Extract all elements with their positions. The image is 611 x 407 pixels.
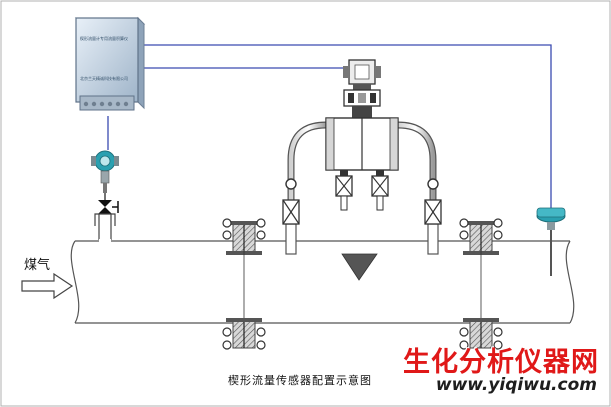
flange-icon xyxy=(459,218,503,350)
pressure-transmitter-icon xyxy=(91,150,119,193)
temperature-sensor-icon xyxy=(536,207,566,276)
flow-arrow-icon xyxy=(21,272,74,300)
valve-icon xyxy=(282,199,442,225)
cabinet-title: 楔形流量计专用流量积算仪 xyxy=(80,36,128,41)
watermark-brand: 生化分析仪器网 xyxy=(403,347,599,378)
differential-pressure-transmitter-icon xyxy=(343,59,381,118)
three-valve-manifold-icon xyxy=(325,117,399,211)
impulse-tubes xyxy=(285,121,439,255)
tube-fitting-icon xyxy=(285,178,439,190)
signal-lines xyxy=(107,44,552,215)
wedge-element-icon xyxy=(341,253,378,281)
cabinet-company: 北京兰天精诚科技有限公司 xyxy=(80,76,128,81)
pressure-tap-riser xyxy=(94,213,116,240)
figure-caption: 楔形流量传感器配置示意图 xyxy=(228,374,372,387)
inlet-label: 煤气 xyxy=(24,258,51,273)
valve-icon xyxy=(98,193,119,214)
flange-icon xyxy=(222,218,266,350)
watermark-url: www.yiqiwu.com xyxy=(435,375,597,395)
flow-computer-cabinet-icon xyxy=(74,16,146,111)
